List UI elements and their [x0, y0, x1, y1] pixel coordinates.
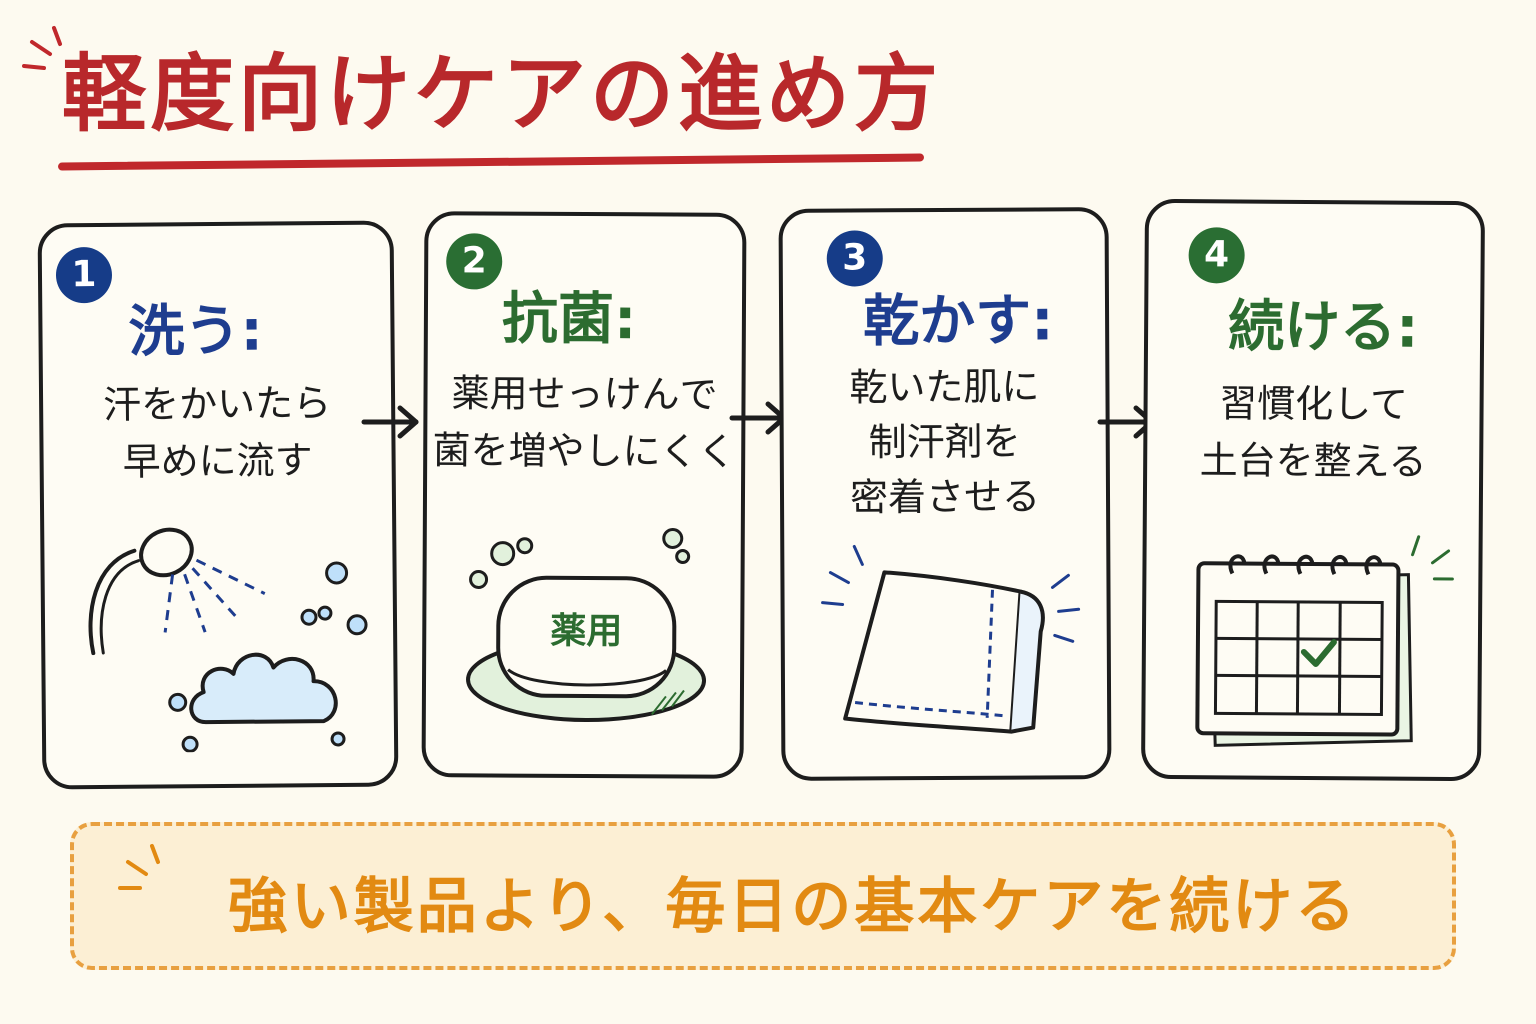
step-number-badge: 1: [55, 246, 113, 304]
step-description-line: 土台を整える: [1199, 438, 1427, 484]
step-description-line: 制汗剤を: [868, 419, 1021, 465]
step-description-line: 乾いた肌に: [849, 364, 1040, 410]
step-card-continue: 4 続ける: 習慣化して 土台を整える: [1140, 198, 1486, 782]
step-description-line: 菌を増やしにくく: [432, 428, 736, 474]
towel-icon: [821, 544, 1081, 734]
step-number-badge: 3: [826, 230, 883, 287]
step-card-wash: 1 洗う: 汗をかいたら 早めに流す: [37, 220, 399, 790]
step-number-badge: 2: [446, 233, 503, 290]
step-description: 習慣化して 土台を整える: [1147, 375, 1480, 491]
step-card-dry: 3 乾かす: 乾いた肌に 制汗剤を 密着させる: [778, 207, 1112, 781]
step-description: 汗をかいたら 早めに流す: [43, 374, 392, 491]
spark-lines-icon: [22, 26, 62, 70]
step-description: 乾いた肌に 制汗剤を 密着させる: [783, 359, 1106, 526]
medicated-soap-icon: 薬用: [462, 519, 713, 740]
step-title: 続ける:: [1227, 294, 1419, 361]
page-title: 軽度向けケアの進め方: [62, 45, 943, 143]
step-description-line: 薬用せっけんで: [451, 371, 718, 417]
summary-banner-text: 強い製品より、毎日の基本ケアを続ける: [227, 872, 1359, 942]
step-number-badge: 4: [1188, 227, 1245, 284]
step-description: 薬用せっけんで 菌を増やしにくく: [427, 365, 742, 481]
spark-lines-icon: [118, 844, 160, 890]
step-title: 洗う:: [128, 298, 264, 365]
arrow-right-icon: [361, 405, 419, 439]
calendar-check-icon: [1195, 535, 1454, 747]
step-description-line: 汗をかいたら: [102, 381, 332, 427]
shower-foam-icon: [88, 527, 368, 753]
step-card-antibacterial: 2 抗菌: 薬用せっけんで 菌を増やしにくく: [421, 211, 747, 779]
soap-label: 薬用: [550, 610, 623, 653]
summary-banner: 強い製品より、毎日の基本ケアを続ける: [70, 822, 1456, 970]
step-description-line: 習慣化して: [1219, 381, 1409, 427]
step-description-line: 早めに流す: [122, 438, 313, 484]
step-description-line: 密着させる: [849, 474, 1041, 520]
step-title: 抗菌:: [501, 286, 637, 353]
title-underline: [57, 153, 925, 171]
step-title: 乾かす:: [862, 288, 1054, 355]
